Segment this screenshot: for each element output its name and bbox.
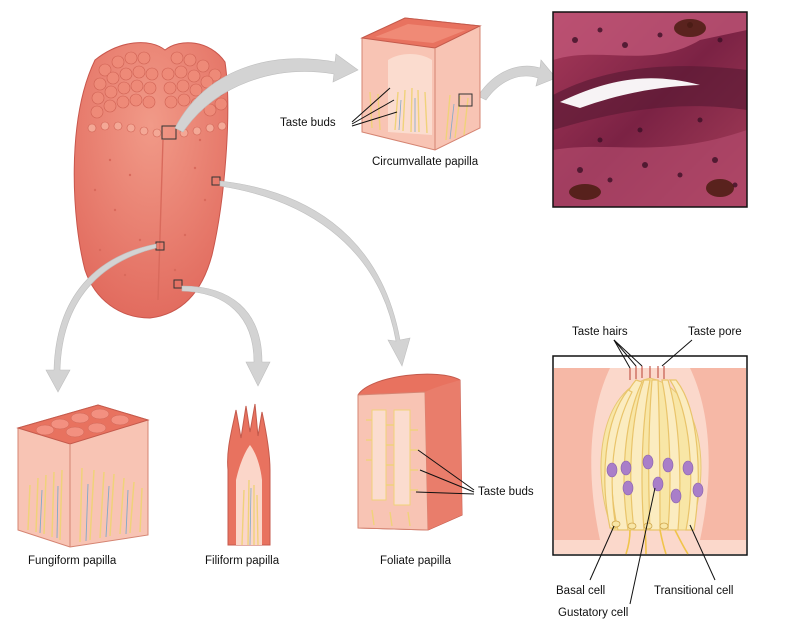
taste-buds-top-pointers — [351, 87, 398, 127]
label-transitional-cell: Transitional cell — [654, 585, 734, 597]
label-filiform-papilla: Filiform papilla — [205, 555, 280, 567]
fungiform-papilla-illustration — [16, 404, 150, 548]
label-taste-buds-mid: Taste buds — [478, 486, 534, 498]
label-taste-pore: Taste pore — [688, 326, 742, 338]
circumvallate-papilla-illustration — [360, 17, 482, 151]
label-taste-hairs: Taste hairs — [572, 326, 628, 338]
label-gustatory-cell: Gustatory cell — [558, 607, 629, 619]
arrow-to-fungiform — [45, 243, 157, 393]
taste-bud-detail — [552, 339, 748, 605]
arrow-to-filiform — [181, 285, 271, 387]
label-foliate-papilla: Foliate papilla — [380, 555, 451, 567]
label-basal-cell: Basal cell — [556, 585, 606, 597]
taste-buds-mid-pointers — [415, 449, 475, 495]
arrow-to-foliate — [219, 180, 411, 367]
label-taste-buds-top: Taste buds — [280, 117, 336, 129]
label-circumvallate-papilla: Circumvallate papilla — [372, 156, 479, 168]
label-fungiform-papilla: Fungiform papilla — [28, 555, 117, 567]
arrow-to-histology — [477, 59, 557, 101]
foliate-papilla-illustration — [357, 373, 463, 531]
histology-micrograph — [552, 11, 748, 208]
arrow-to-circumvallate — [174, 53, 359, 133]
filiform-papilla-illustration — [227, 403, 271, 546]
